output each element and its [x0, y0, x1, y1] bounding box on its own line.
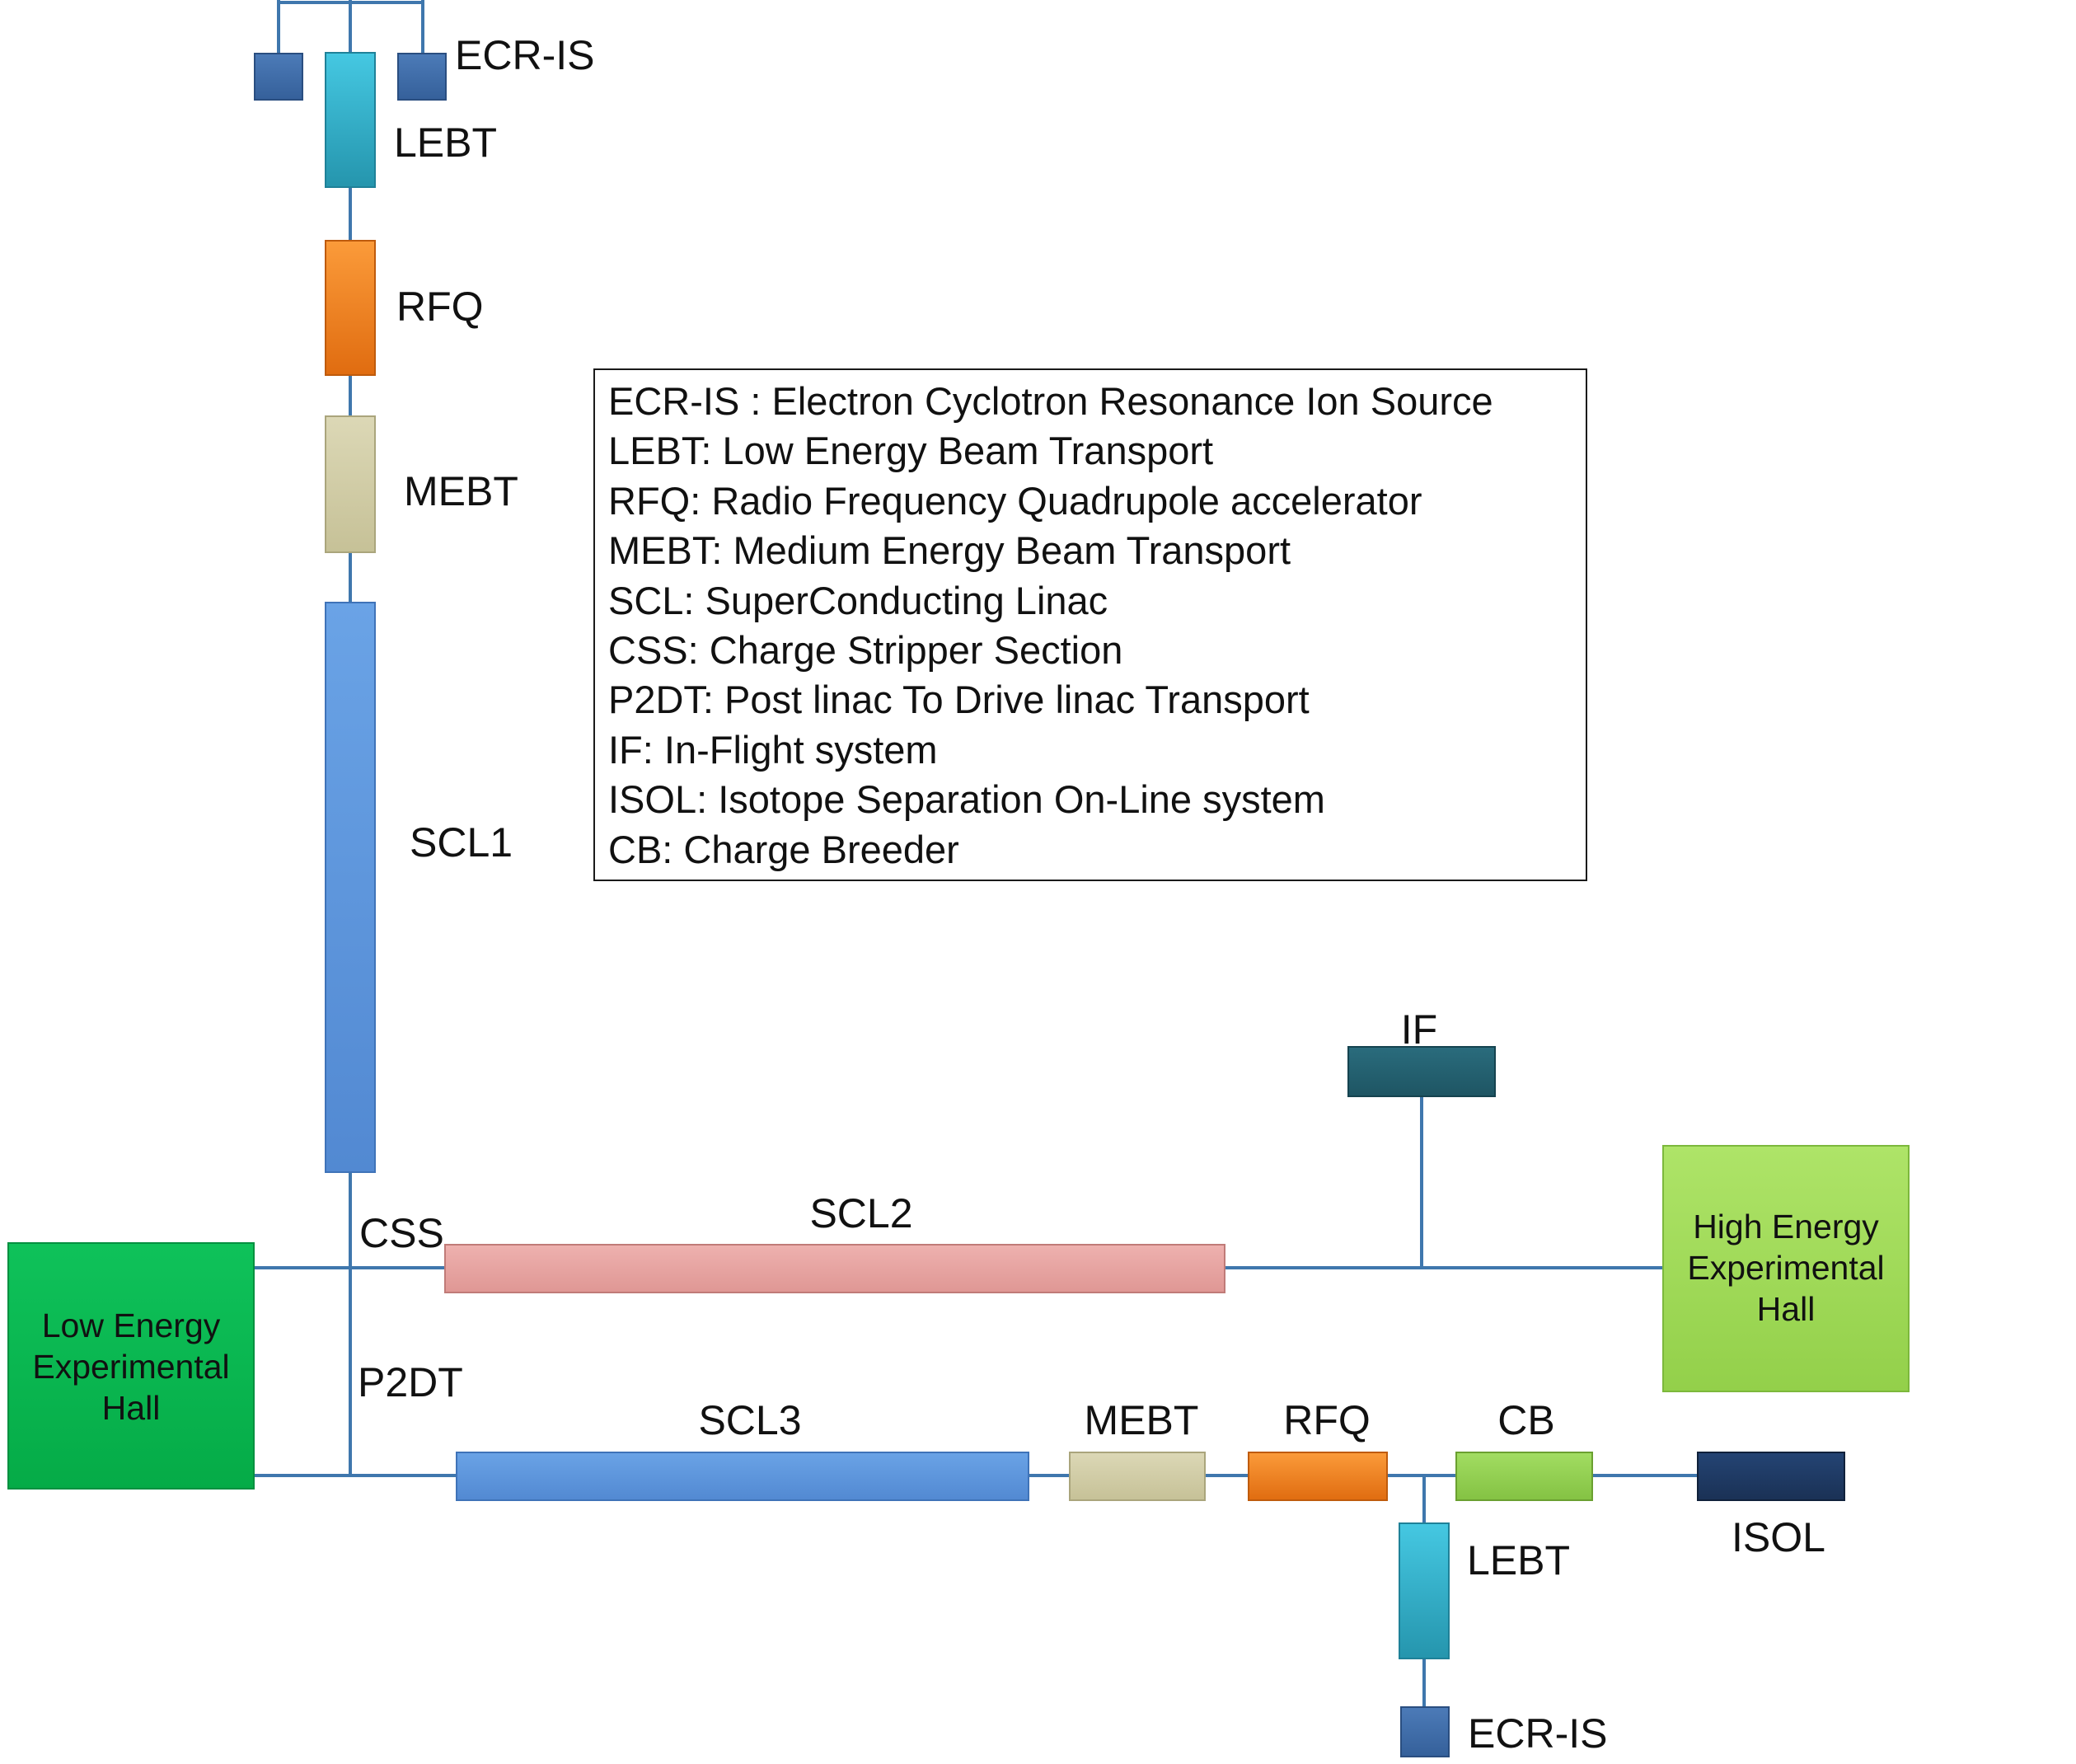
- label-rfq-top: RFQ: [396, 284, 484, 330]
- label-scl1: SCL1: [410, 819, 513, 866]
- high-energy-hall: [1662, 1145, 1910, 1392]
- lebt-bottom-block: [1399, 1522, 1450, 1659]
- legend-entry-css: CSS: Charge Stripper Section: [608, 628, 1123, 673]
- ecr-is-bottom-block: [1400, 1706, 1450, 1757]
- low-energy-hall: [7, 1242, 255, 1490]
- ecr-is-top-left-block: [254, 53, 303, 101]
- scl1-block: [325, 602, 376, 1173]
- scl3-block: [456, 1452, 1029, 1501]
- hall-labels: Low Energy Experimental Hall High Energy…: [32, 1208, 1884, 1427]
- legend-entry-ecr-is: ECR-IS : Electron Cyclotron Resonance Io…: [608, 379, 1493, 423]
- high-hall-line-3: Hall: [1757, 1290, 1816, 1328]
- rfq-bottom-block: [1248, 1452, 1388, 1501]
- low-hall-line-3: Hall: [102, 1389, 161, 1427]
- cb-block: [1455, 1452, 1593, 1501]
- lebt-top-block: [325, 52, 376, 188]
- high-hall-line-2: Experimental: [1687, 1249, 1884, 1287]
- mebt-bottom-block: [1069, 1452, 1206, 1501]
- isol-block: [1697, 1452, 1845, 1501]
- label-lebt-bottom: LEBT: [1467, 1537, 1570, 1583]
- label-if: IF: [1401, 1006, 1437, 1053]
- label-css: CSS: [359, 1210, 444, 1256]
- legend-entry-lebt: LEBT: Low Energy Beam Transport: [608, 429, 1214, 473]
- label-cb: CB: [1497, 1397, 1554, 1443]
- legend-entry-scl: SCL: SuperConducting Linac: [608, 578, 1108, 622]
- legend-entry-cb: CB: Charge Breeder: [608, 827, 959, 871]
- low-hall-line-2: Experimental: [32, 1348, 229, 1386]
- label-ecr-is-bottom: ECR-IS: [1468, 1710, 1607, 1757]
- if-block: [1347, 1046, 1496, 1097]
- label-isol: ISOL: [1732, 1514, 1825, 1560]
- top-injector: [254, 52, 447, 1173]
- label-scl2: SCL2: [809, 1190, 912, 1236]
- legend-entry-p2dt: P2DT: Post linac To Drive linac Transpor…: [608, 678, 1310, 722]
- block-labels: ECR-IS LEBT RFQ MEBT SCL1 CSS SCL2 IF P2…: [358, 32, 1825, 1757]
- label-mebt-bottom: MEBT: [1085, 1397, 1199, 1443]
- legend-entry-if: IF: In-Flight system: [608, 727, 938, 772]
- label-mebt-top: MEBT: [404, 468, 518, 514]
- label-ecr-is-top: ECR-IS: [455, 32, 594, 78]
- legend-entry-isol: ISOL: Isotope Separation On-Line system: [608, 777, 1325, 822]
- label-scl3: SCL3: [698, 1397, 801, 1443]
- low-hall-line-1: Low Energy: [42, 1307, 221, 1344]
- high-hall-line-1: High Energy: [1693, 1208, 1879, 1246]
- top-source-manifold: [277, 0, 424, 56]
- beam-lines: [254, 0, 1698, 1707]
- ecr-is-top-right-block: [397, 53, 447, 101]
- rfq-top-block: [325, 240, 376, 376]
- mebt-top-block: [325, 415, 376, 553]
- label-lebt-top: LEBT: [394, 120, 497, 166]
- label-p2dt: P2DT: [358, 1359, 463, 1405]
- experimental-halls: [7, 1145, 1910, 1490]
- label-rfq-bottom: RFQ: [1283, 1397, 1371, 1443]
- legend-entry-mebt: MEBT: Medium Energy Beam Transport: [608, 528, 1291, 573]
- scl2-block: [444, 1244, 1225, 1293]
- legend-entry-rfq: RFQ: Radio Frequency Quadrupole accelera…: [608, 478, 1422, 523]
- horizontal-elements: [444, 1046, 1845, 1757]
- abbreviation-legend: ECR-IS : Electron Cyclotron Resonance Io…: [593, 368, 1587, 881]
